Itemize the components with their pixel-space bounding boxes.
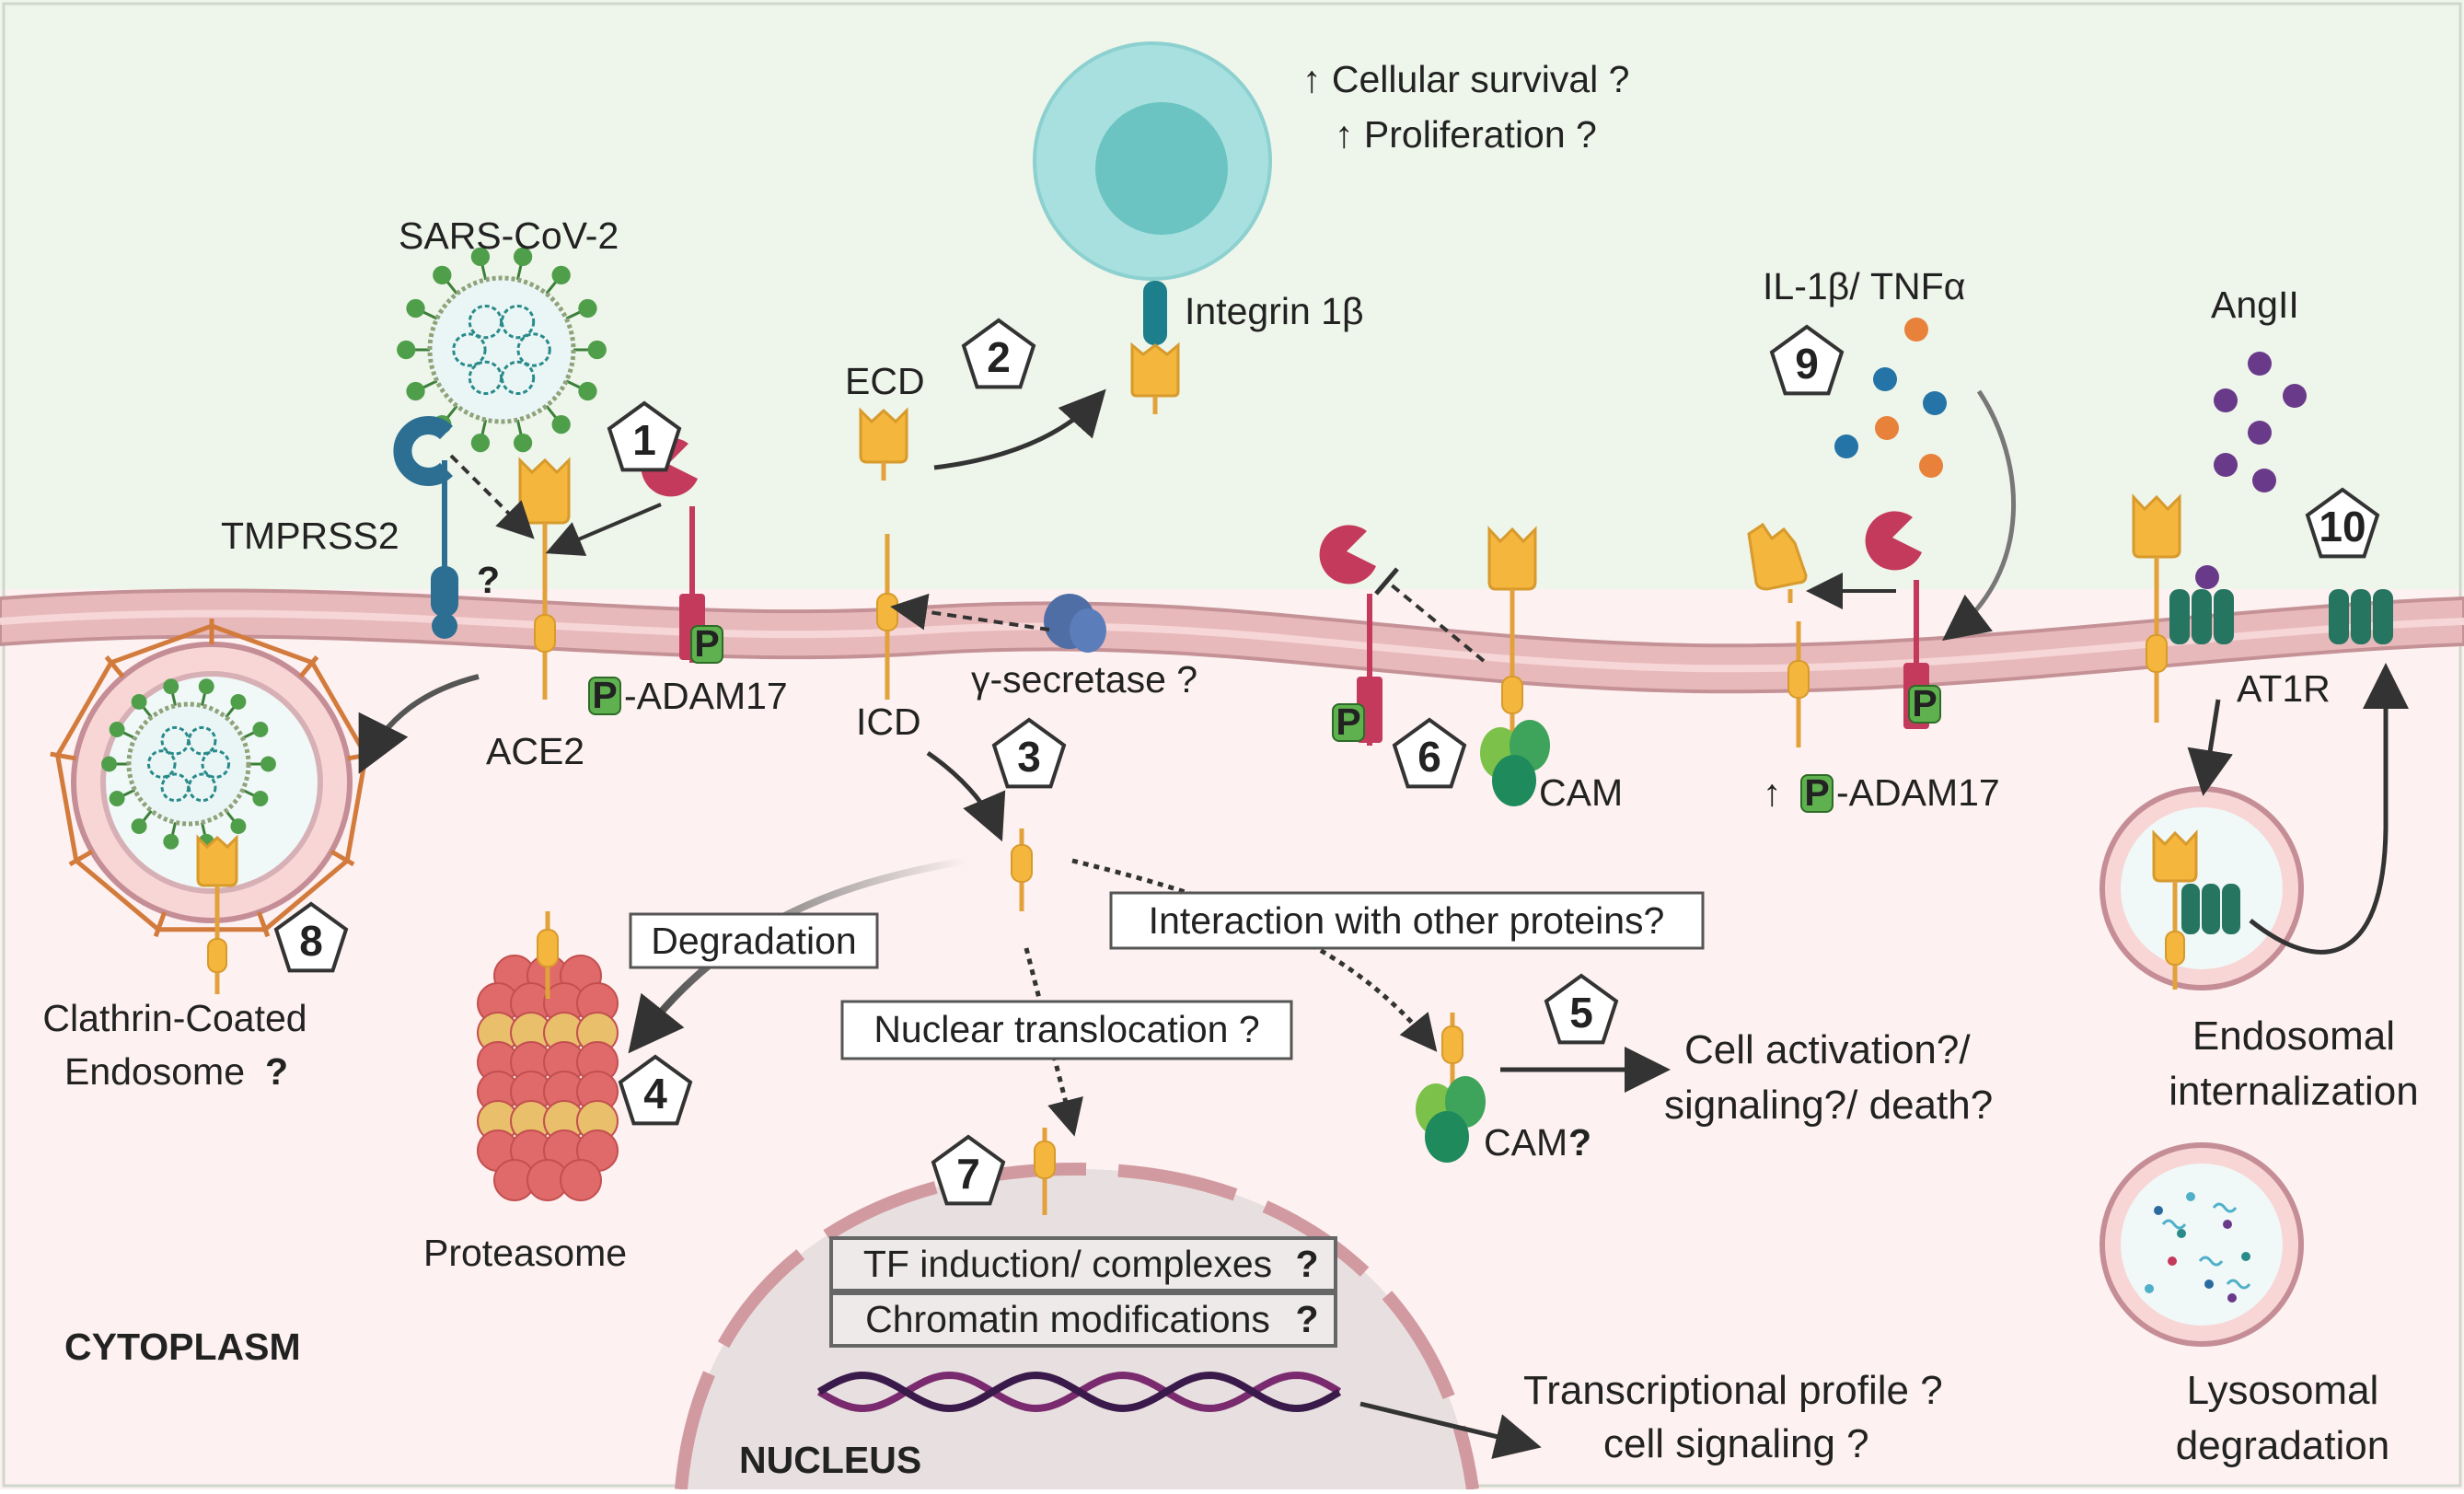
ace2-shed-step9 bbox=[1747, 522, 1810, 747]
svg-text:P: P bbox=[592, 674, 617, 716]
step-number-4: 4 bbox=[643, 1070, 667, 1118]
step-marker-7: 7 bbox=[931, 1134, 1006, 1206]
box-interaction: Interaction with other proteins? bbox=[1109, 891, 1705, 950]
step-number-9: 9 bbox=[1795, 340, 1819, 388]
label-cell-activation-2: signaling?/ death? bbox=[1664, 1083, 1993, 1128]
label-cytoplasm: CYTOPLASM bbox=[64, 1326, 301, 1368]
ace2-ecd bbox=[859, 407, 908, 481]
label-at1r: AT1R bbox=[2237, 667, 2331, 710]
ace2-at1r-complex bbox=[2132, 493, 2234, 723]
label-lysosomal-1: Lysosomal bbox=[2187, 1368, 2379, 1413]
label-cam-5-question: ? bbox=[1568, 1121, 1591, 1164]
step-marker-4: 4 bbox=[618, 1054, 693, 1126]
p-badge-adam17-6: P bbox=[1332, 701, 1365, 743]
label-proliferation: ↑ Proliferation ? bbox=[1335, 113, 1597, 156]
p-badge-adam17-9: P bbox=[1908, 682, 1941, 724]
box-degradation: Degradation bbox=[629, 912, 879, 969]
clathrin-coated-endosome bbox=[50, 619, 374, 994]
lysosome bbox=[2100, 1142, 2304, 1347]
endosome-internalization bbox=[2100, 786, 2304, 990]
svg-text:P: P bbox=[1336, 701, 1360, 743]
svg-text:TF induction/ complexes: TF induction/ complexes bbox=[863, 1243, 1272, 1285]
step-marker-10: 10 bbox=[2305, 487, 2380, 559]
gamma-secretase bbox=[1044, 594, 1106, 653]
label-integrin: Integrin 1β bbox=[1185, 290, 1364, 332]
label-ace2: ACE2 bbox=[486, 730, 584, 772]
label-lysosomal-2: degradation bbox=[2176, 1423, 2389, 1468]
svg-text:Chromatin modifications: Chromatin modifications bbox=[865, 1298, 1270, 1340]
label-tmprss2: TMPRSS2 bbox=[221, 515, 399, 557]
at1r-receptor bbox=[2329, 589, 2393, 644]
svg-text:?: ? bbox=[1295, 1243, 1318, 1285]
step-marker-3: 3 bbox=[991, 717, 1067, 789]
step-number-7: 7 bbox=[956, 1150, 980, 1198]
label-ecd: ECD bbox=[845, 360, 925, 402]
proteasome bbox=[477, 955, 619, 1201]
p-badge-adam17-1: P bbox=[690, 622, 723, 665]
step-marker-9: 9 bbox=[1769, 324, 1845, 396]
label-transcriptional-2: cell signaling ? bbox=[1603, 1421, 1869, 1466]
integrin-ace2-ecd bbox=[1130, 342, 1180, 414]
step-number-8: 8 bbox=[299, 917, 323, 965]
label-p-adam17: -ADAM17 bbox=[624, 675, 788, 717]
immune-cell bbox=[1033, 41, 1272, 345]
p-badge-label-up-adam17: P bbox=[1800, 771, 1834, 814]
ace2-step6 bbox=[1480, 526, 1550, 806]
svg-text:P: P bbox=[694, 622, 719, 665]
label-survival: ↑ Cellular survival ? bbox=[1302, 58, 1629, 100]
svg-text:Nuclear translocation ?: Nuclear translocation ? bbox=[873, 1008, 1259, 1050]
label-tmprss2-question: ? bbox=[477, 559, 500, 601]
label-cam-5: CAM bbox=[1484, 1121, 1567, 1164]
label-proteasome: Proteasome bbox=[423, 1232, 627, 1274]
p-badge-label-adam17: P bbox=[588, 674, 621, 716]
svg-text:P: P bbox=[1912, 682, 1937, 724]
step-marker-8: 8 bbox=[273, 901, 349, 973]
step-number-1: 1 bbox=[632, 416, 656, 464]
label-clathrin-question: ? bbox=[265, 1050, 288, 1093]
step-marker-6: 6 bbox=[1392, 717, 1467, 789]
cam-icd-complex bbox=[1416, 1013, 1486, 1163]
label-icd: ICD bbox=[856, 701, 921, 743]
step-marker-1: 1 bbox=[607, 400, 682, 472]
step-number-5: 5 bbox=[1569, 989, 1593, 1037]
nuclear-icd bbox=[1034, 1128, 1056, 1215]
step-number-3: 3 bbox=[1017, 733, 1041, 781]
step-number-10: 10 bbox=[2319, 503, 2366, 550]
label-transcriptional-1: Transcriptional profile ? bbox=[1523, 1368, 1943, 1413]
step-markers: 1 2 3 4 5 6 7 8 9 10 bbox=[273, 318, 2380, 1206]
box-nuclear-translocation: Nuclear translocation ? bbox=[840, 1000, 1293, 1060]
free-icd bbox=[1011, 828, 1033, 911]
cytokines bbox=[1834, 318, 1947, 478]
label-up-adam17: -ADAM17 bbox=[1836, 771, 2000, 814]
dna-helix bbox=[816, 1371, 1342, 1413]
label-clathrin-2: Endosome bbox=[64, 1050, 245, 1093]
label-angii: AngII bbox=[2211, 284, 2299, 326]
svg-text:Interaction with other protein: Interaction with other proteins? bbox=[1149, 899, 1665, 942]
label-endosomal-2: internalization bbox=[2169, 1069, 2419, 1114]
label-clathrin-1: Clathrin-Coated bbox=[42, 997, 307, 1039]
tmprss2-protein bbox=[393, 416, 458, 639]
label-endosomal-1: Endosomal bbox=[2192, 1013, 2395, 1059]
step-number-6: 6 bbox=[1417, 733, 1441, 781]
label-nucleus: NUCLEUS bbox=[739, 1439, 921, 1481]
label-il1b-tnfa: IL-1β/ TNFα bbox=[1763, 265, 1965, 307]
label-cell-activation-1: Cell activation?/ bbox=[1684, 1027, 1971, 1072]
step-marker-5: 5 bbox=[1544, 973, 1619, 1045]
step-marker-2: 2 bbox=[961, 318, 1036, 389]
box-tf-induction: TF induction/ complexes ? bbox=[829, 1236, 1337, 1292]
svg-text:Degradation: Degradation bbox=[651, 920, 856, 962]
label-gamma-secretase: γ-secretase ? bbox=[971, 658, 1197, 701]
step-number-2: 2 bbox=[987, 333, 1011, 381]
proteasome-icd bbox=[537, 911, 559, 999]
svg-text:?: ? bbox=[1295, 1298, 1318, 1340]
angii-peptides bbox=[2214, 352, 2307, 492]
label-sars-cov-2: SARS-CoV-2 bbox=[399, 214, 619, 257]
label-cam-6: CAM bbox=[1539, 771, 1623, 814]
svg-text:P: P bbox=[1804, 771, 1829, 814]
label-up-arrow-adam17: ↑ bbox=[1763, 771, 1782, 814]
box-chromatin: Chromatin modifications ? bbox=[829, 1291, 1337, 1348]
